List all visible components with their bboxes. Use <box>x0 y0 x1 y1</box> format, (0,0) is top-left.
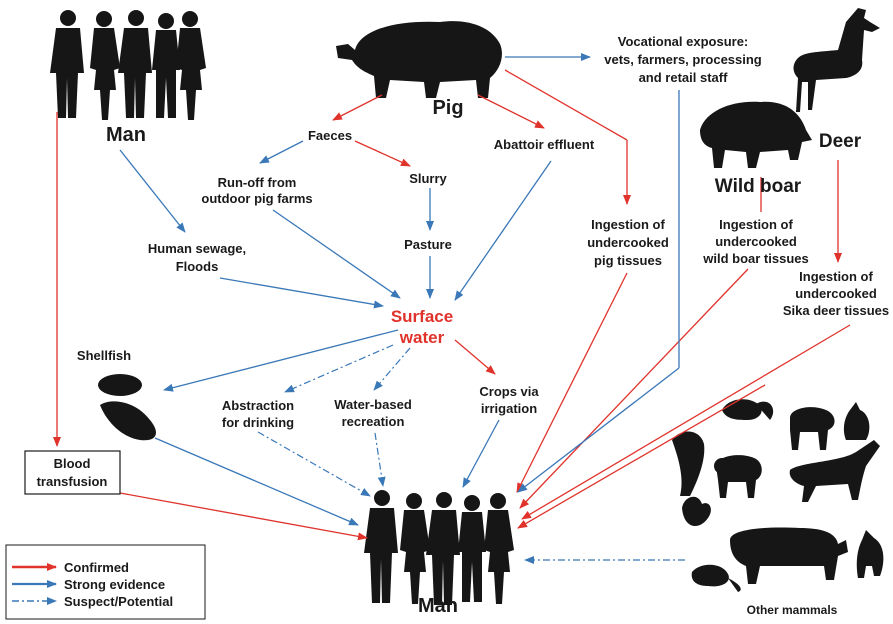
sewage-line-2: Floods <box>176 259 219 274</box>
other-mammals-silhouette-icon <box>672 399 884 592</box>
crops-line-2: irrigation <box>481 401 537 416</box>
other-mammals-label: Other mammals <box>747 603 838 617</box>
abstraction-line-2: for drinking <box>222 415 294 430</box>
arrow-abattoir-to-water <box>454 160 552 301</box>
ingest-pig-line-2: undercooked <box>587 235 669 250</box>
arrow-ingest-boar-to-man <box>519 268 749 509</box>
surface-water-line-1: Surface <box>391 307 453 326</box>
ingest-boar-line-2: undercooked <box>715 234 797 249</box>
arrow-mammals-to-man <box>517 384 766 529</box>
arrow-water-to-shellfish <box>163 329 399 392</box>
arrow-sewage-to-water <box>219 277 384 309</box>
abstraction-line-1: Abstraction <box>222 398 294 413</box>
arrow-vocational-to-man-b <box>517 367 680 493</box>
arrow-crops-to-man <box>462 419 500 488</box>
legend-strong-label: Strong evidence <box>64 577 165 592</box>
man-bottom-silhouette-icon <box>364 490 514 605</box>
arrow-runoff-to-water <box>272 209 401 299</box>
ingest-deer-line-1: Ingestion of <box>799 269 873 284</box>
surface-water-label: Surface water <box>391 307 453 347</box>
abattoir-effluent-label: Abattoir effluent <box>494 137 595 152</box>
arrow-water-to-recreation <box>373 347 411 391</box>
pasture-label: Pasture <box>404 237 452 252</box>
arrow-water-to-crops <box>454 339 496 375</box>
runoff-line-2: outdoor pig farms <box>201 191 312 206</box>
sewage-line-1: Human sewage, <box>148 241 246 256</box>
faeces-label: Faeces <box>308 128 352 143</box>
crops-line-1: Crops via <box>479 384 539 399</box>
runoff-label: Run-off from outdoor pig farms <box>201 175 312 206</box>
deer-silhouette-icon <box>793 8 880 112</box>
ingestion-deer-label: Ingestion of undercooked Sika deer tissu… <box>783 269 889 318</box>
ingest-boar-line-1: Ingestion of <box>719 217 793 232</box>
blood-line-1: Blood <box>54 456 91 471</box>
arrow-abstraction-to-man <box>257 431 371 497</box>
arrow-ingest-pig-to-man <box>516 272 628 493</box>
runoff-line-1: Run-off from <box>218 175 297 190</box>
vocational-line-3: and retail staff <box>639 70 729 85</box>
arrow-faeces-to-slurry <box>354 140 411 167</box>
surface-water-line-2: water <box>399 328 445 347</box>
arrow-shellfish-to-man <box>154 437 359 526</box>
arrow-pig-to-abattoir <box>477 94 545 129</box>
recreation-label: Water-based recreation <box>334 397 412 429</box>
ingestion-wild-boar-label: Ingestion of undercooked wild boar tissu… <box>702 217 808 266</box>
suspect-arrows <box>257 344 685 564</box>
ingest-boar-line-3: wild boar tissues <box>702 251 808 266</box>
pig-label: Pig <box>432 97 463 119</box>
blood-transfusion-frame <box>24 450 121 495</box>
legend-suspect-label: Suspect/Potential <box>64 594 173 609</box>
recreation-line-1: Water-based <box>334 397 412 412</box>
arrow-faeces-to-runoff <box>259 140 304 164</box>
deer-label: Deer <box>819 131 862 152</box>
legend: Confirmed Strong evidence Suspect/Potent… <box>5 544 206 620</box>
arrow-water-to-abstraction <box>284 344 394 393</box>
vocational-line-2: vets, farmers, processing <box>604 52 762 67</box>
recreation-line-2: recreation <box>342 414 405 429</box>
arrow-pig-to-faeces <box>332 94 383 121</box>
vocational-exposure-label: Vocational exposure: vets, farmers, proc… <box>604 34 762 85</box>
ingest-deer-line-2: undercooked <box>795 286 877 301</box>
ingestion-pig-label: Ingestion of undercooked pig tissues <box>587 217 669 268</box>
arrow-pig-to-ingest-pig-a <box>504 69 628 141</box>
arrow-recreation-to-man <box>374 432 386 487</box>
abstraction-label: Abstraction for drinking <box>222 398 294 430</box>
shellfish-silhouette-icon <box>98 374 156 441</box>
man-top-silhouette-icon <box>50 10 206 120</box>
ingest-deer-line-3: Sika deer tissues <box>783 303 889 318</box>
vocational-line-1: Vocational exposure: <box>618 34 749 49</box>
sewage-label: Human sewage, Floods <box>148 241 246 274</box>
shellfish-label: Shellfish <box>77 348 131 363</box>
ingest-pig-line-1: Ingestion of <box>591 217 665 232</box>
crops-label: Crops via irrigation <box>479 384 539 416</box>
arrow-ingest-deer-to-man <box>521 324 851 520</box>
blood-transfusion-box: Blood transfusion <box>24 450 121 495</box>
wild-boar-silhouette-icon <box>700 101 812 168</box>
wild-boar-label: Wild boar <box>715 176 802 197</box>
legend-frame <box>5 544 206 620</box>
arrow-blood-to-man <box>119 492 368 541</box>
pig-silhouette-icon <box>336 21 502 98</box>
ingest-pig-line-3: pig tissues <box>594 253 662 268</box>
slurry-label: Slurry <box>409 171 447 186</box>
strong-evidence-arrows <box>119 53 680 526</box>
legend-confirmed-label: Confirmed <box>64 560 129 575</box>
arrow-man-to-sewage <box>119 149 186 233</box>
man-top-label: Man <box>106 124 146 146</box>
man-bottom-label: Man <box>418 595 458 617</box>
confirmed-arrows <box>53 69 851 541</box>
blood-line-2: transfusion <box>37 474 108 489</box>
